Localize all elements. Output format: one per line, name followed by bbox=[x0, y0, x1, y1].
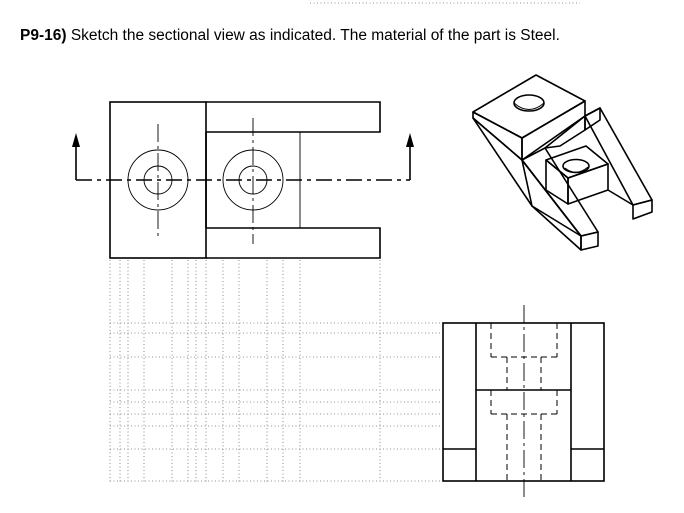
top-view-upper-arm bbox=[206, 101, 381, 133]
problem-statement: P9-16) Sketch the sectional view as indi… bbox=[20, 27, 560, 45]
iso-front-rib bbox=[521, 147, 599, 237]
iso-rear-foot bbox=[632, 199, 653, 220]
top-view-lower-arm bbox=[206, 227, 381, 259]
cutting-plane-line bbox=[72, 133, 414, 181]
iso-hole-top bbox=[513, 94, 545, 112]
problem-instruction: Sketch the sectional view as indicated. … bbox=[70, 27, 560, 44]
projection-grid bbox=[109, 260, 443, 482]
iso-hole-boss bbox=[562, 158, 590, 174]
arrow-up-icon bbox=[406, 133, 414, 147]
side-view bbox=[442, 305, 605, 497]
problem-number: P9-16) bbox=[20, 27, 67, 44]
isometric-view bbox=[472, 74, 653, 251]
arrow-up-icon bbox=[72, 133, 80, 147]
side-view-outline bbox=[442, 322, 605, 482]
